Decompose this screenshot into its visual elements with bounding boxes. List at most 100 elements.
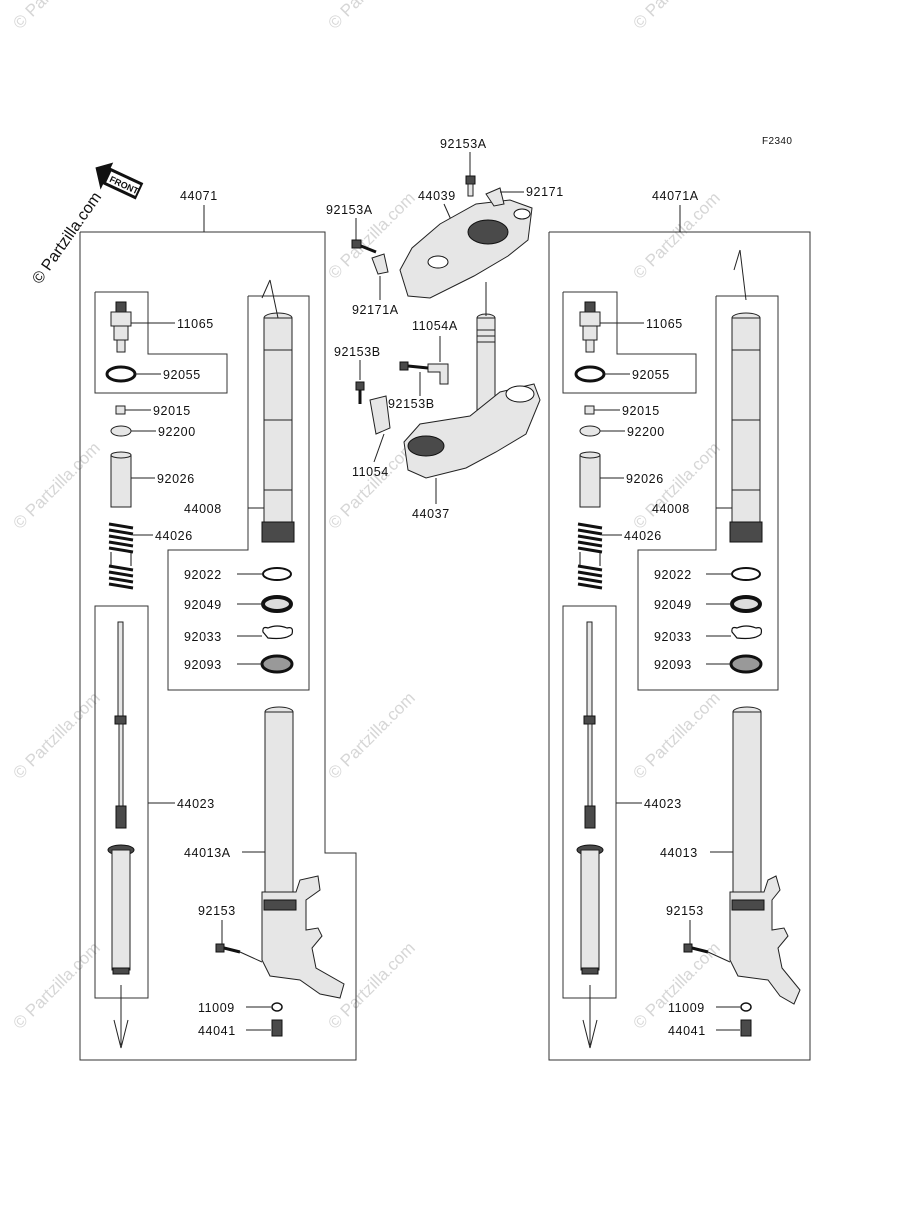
part-label-44023-r: 44023 <box>644 797 682 811</box>
part-label-44013A: 44013A <box>184 846 231 860</box>
part-label-92153A-left: 92153A <box>326 203 373 217</box>
left-fork-assembly: 44071 11065 92055 92015 92200 <box>79 189 357 1061</box>
part-92153A-top[interactable] <box>465 175 476 197</box>
part-92153-bolt[interactable] <box>215 943 263 963</box>
part-label-92153-r: 92153 <box>666 904 704 918</box>
part-label-44071A: 44071A <box>652 189 699 203</box>
part-44026-spring[interactable] <box>577 522 603 590</box>
part-11065[interactable] <box>579 301 601 353</box>
watermark: © Partzilla.com <box>9 688 103 782</box>
part-44041[interactable] <box>271 1019 283 1037</box>
part-44041[interactable] <box>740 1019 752 1037</box>
part-92015[interactable] <box>115 405 126 415</box>
part-92022[interactable] <box>731 567 761 581</box>
part-label-44041: 44041 <box>198 1024 236 1038</box>
part-label-92026-r: 92026 <box>626 472 664 486</box>
part-label-44008: 44008 <box>184 502 222 516</box>
part-label-44071: 44071 <box>180 189 218 203</box>
part-11065[interactable] <box>110 301 132 353</box>
part-44013A-inner-tube[interactable] <box>261 706 345 999</box>
part-label-44026-r: 44026 <box>624 529 662 543</box>
part-label-92153A-top: 92153A <box>440 137 487 151</box>
part-label-44008-r: 44008 <box>652 502 690 516</box>
part-label-92033-r: 92033 <box>654 630 692 644</box>
left-assembly-frame <box>79 231 357 1061</box>
part-11009[interactable] <box>740 1002 752 1012</box>
part-label-92093-r: 92093 <box>654 658 692 672</box>
part-92093[interactable] <box>729 654 763 674</box>
part-label-92015-r: 92015 <box>622 404 660 418</box>
part-92026[interactable] <box>579 451 601 508</box>
part-label-92026: 92026 <box>157 472 195 486</box>
part-44023-cartridge[interactable] <box>576 621 604 1049</box>
part-label-44013: 44013 <box>660 846 698 860</box>
part-92200[interactable] <box>110 425 132 437</box>
steering-stem[interactable] <box>476 313 496 419</box>
part-label-44039: 44039 <box>418 189 456 203</box>
part-label-92055-r: 92055 <box>632 368 670 382</box>
part-label-92093: 92093 <box>184 658 222 672</box>
part-92033[interactable] <box>262 625 294 640</box>
part-label-92055: 92055 <box>163 368 201 382</box>
part-92171[interactable] <box>485 187 505 207</box>
part-label-92049-r: 92049 <box>654 598 692 612</box>
part-label-92171A: 92171A <box>352 303 399 317</box>
right-fork-assembly: 44071A 11065 92055 92015 92200 92026 <box>548 189 811 1061</box>
part-44037-lower-bracket[interactable] <box>403 383 541 479</box>
watermark: © Partzilla.com <box>629 688 723 782</box>
watermark: © Partzilla.com <box>9 0 103 33</box>
part-92153A-left[interactable] <box>351 239 377 254</box>
part-92153-bolt[interactable] <box>683 943 731 963</box>
part-label-92049: 92049 <box>184 598 222 612</box>
part-44013-inner-tube[interactable] <box>729 706 801 1005</box>
part-92033[interactable] <box>731 625 763 640</box>
part-label-44037: 44037 <box>412 507 450 521</box>
part-label-92015: 92015 <box>153 404 191 418</box>
watermark: © Partzilla.com <box>324 438 418 532</box>
part-92200[interactable] <box>579 425 601 437</box>
part-label-11065-r: 11065 <box>646 317 683 331</box>
part-44023-cartridge[interactable] <box>107 621 135 1049</box>
part-92171A[interactable] <box>371 253 389 275</box>
part-92049[interactable] <box>730 595 762 613</box>
part-label-92022: 92022 <box>184 568 222 582</box>
part-92153B-left[interactable] <box>355 381 365 404</box>
part-92015[interactable] <box>584 405 595 415</box>
part-label-92153: 92153 <box>198 904 236 918</box>
part-92026[interactable] <box>110 451 132 508</box>
part-label-11065: 11065 <box>177 317 214 331</box>
steering-stem-assembly: 92153A 44039 92171 92153A 92171A <box>326 137 564 521</box>
part-label-92153B-left: 92153B <box>334 345 381 359</box>
part-92022[interactable] <box>262 567 292 581</box>
part-label-92022-r: 92022 <box>654 568 692 582</box>
part-11054[interactable] <box>369 395 391 435</box>
part-label-44041-r: 44041 <box>668 1024 706 1038</box>
part-label-11054A: 11054A <box>412 319 458 333</box>
part-92049[interactable] <box>261 595 293 613</box>
part-label-44023: 44023 <box>177 797 215 811</box>
watermark-side: © Partzilla.com <box>29 189 105 287</box>
part-92055[interactable] <box>105 365 137 383</box>
part-44039-upper-bracket[interactable] <box>399 199 533 299</box>
part-44008-outer-tube[interactable] <box>261 312 295 543</box>
upper-bracket-hole <box>467 219 509 245</box>
part-label-92200: 92200 <box>158 425 196 439</box>
watermark: © Partzilla.com <box>9 438 103 532</box>
part-11054A[interactable] <box>427 363 449 385</box>
part-label-11009: 11009 <box>198 1001 235 1015</box>
part-44008-outer-tube[interactable] <box>729 312 763 543</box>
part-92055[interactable] <box>574 365 606 383</box>
watermark: © Partzilla.com <box>324 688 418 782</box>
part-label-92171: 92171 <box>526 185 564 199</box>
part-label-11054: 11054 <box>352 465 389 479</box>
watermark: © Partzilla.com <box>629 0 723 33</box>
part-label-92033: 92033 <box>184 630 222 644</box>
part-92093[interactable] <box>260 654 294 674</box>
part-label-44026: 44026 <box>155 529 193 543</box>
part-44026-spring[interactable] <box>108 522 134 590</box>
watermark: © Partzilla.com <box>9 938 103 1032</box>
part-92153B-mid[interactable] <box>399 361 429 371</box>
figure-code: F2340 <box>762 136 792 147</box>
part-11009[interactable] <box>271 1002 283 1012</box>
